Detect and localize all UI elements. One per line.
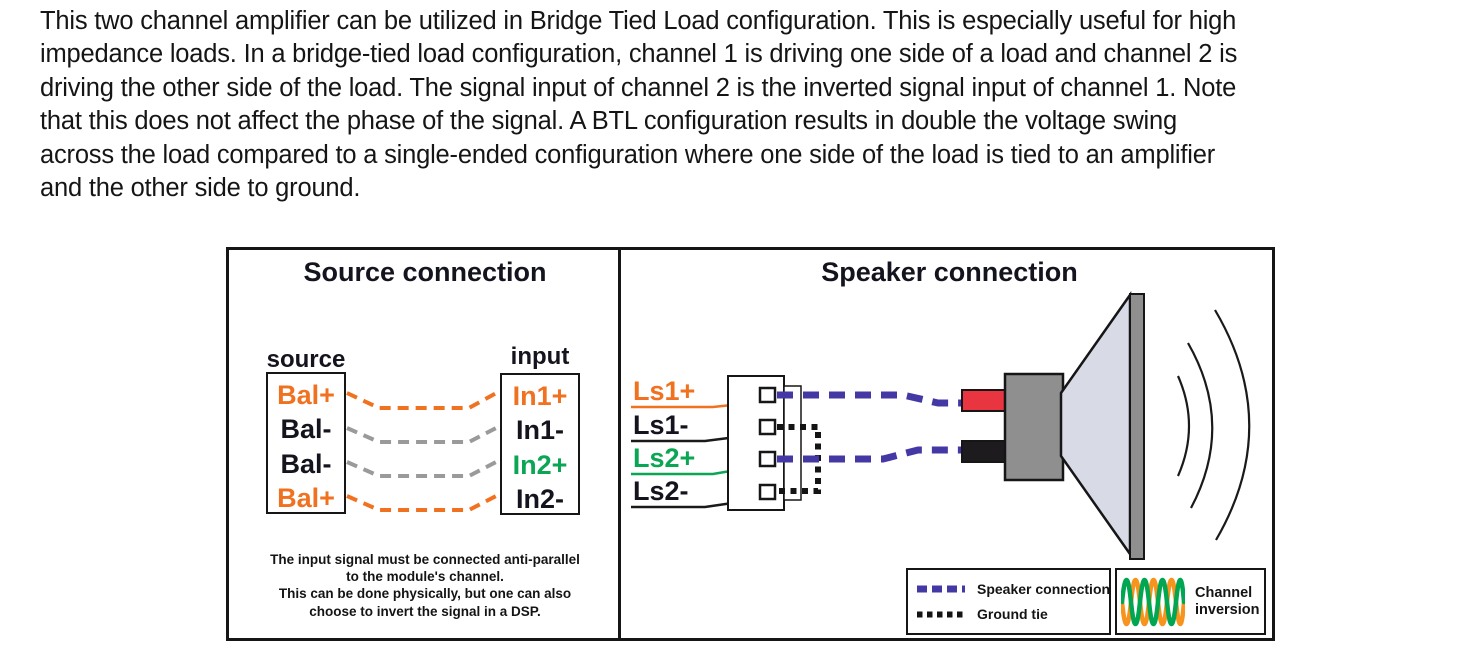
intro-line: driving the other side of the load. The …	[40, 73, 1237, 102]
speaker-panel-title: Speaker connection	[821, 257, 1078, 287]
speaker-magnet	[1003, 372, 1065, 482]
wire-bal2m-in2p	[346, 458, 501, 478]
intro-paragraph: This two channel amplifier can be utiliz…	[40, 5, 1440, 205]
legend-channel-inversion: Channel inversion	[1115, 568, 1266, 635]
speaker-front-plate	[1129, 293, 1145, 560]
intro-line: This two channel amplifier can be utiliz…	[40, 7, 1237, 35]
sound-wave-arc-large	[1214, 309, 1251, 541]
input-row: In2-	[515, 484, 564, 515]
note-line: The input signal must be connected anti-…	[270, 552, 580, 567]
note-line: This can be done physically, but one can…	[278, 586, 572, 602]
source-row: Bal+	[277, 380, 335, 410]
terminal-pin-ls1m	[758, 418, 777, 436]
speaker-cone	[1059, 291, 1132, 558]
terminal-block-bracket	[783, 385, 802, 501]
terminal-label-ls2m: Ls2-	[633, 476, 689, 506]
source-row: Bal+	[277, 483, 335, 514]
ground-tie-dots-icon	[917, 611, 965, 617]
intro-line: impedance loads. In a bridge-tied load c…	[40, 40, 1238, 69]
sound-wave-arc-medium	[1187, 342, 1214, 509]
speaker-wire-ls1p	[777, 391, 965, 407]
wire-bal1p-in1p	[346, 389, 501, 410]
legend-lines: Speaker connection Ground tie	[906, 568, 1111, 635]
terminal-pin-ls2m	[758, 483, 777, 501]
channel-inversion-waves-icon	[1121, 577, 1185, 626]
source-panel-title: Source connection	[303, 257, 547, 287]
input-row: In1-	[515, 415, 564, 446]
speaker-negative-terminal	[961, 440, 1007, 463]
diagram-graphics	[346, 291, 1251, 560]
source-row: Bal-	[280, 448, 332, 479]
input-row: In2+	[512, 449, 568, 480]
speaker-positive-terminal	[961, 389, 1007, 412]
legend-row-ground-tie: Ground tie	[917, 606, 1048, 622]
btl-connection-diagram: Source connection source input Bal+ Bal-…	[226, 247, 1275, 641]
sound-wave-arc-small	[1176, 375, 1191, 477]
input-row: In1+	[512, 381, 568, 411]
legend-label-speaker-connection: Speaker connection	[977, 581, 1111, 597]
note-line: to the module's channel.	[346, 569, 504, 585]
speaker-connection-dash-icon	[917, 585, 965, 593]
note-line: choose to invert the signal in a DSP.	[309, 603, 541, 619]
speaker-wire-ls2p	[777, 446, 965, 463]
terminal-pin-ls2p	[758, 450, 777, 468]
intro-line: across the load compared to a single-end…	[40, 140, 1215, 169]
channel-inversion-line1: Channel	[1195, 585, 1253, 601]
source-note: The input signal must be connected anti-…	[229, 551, 621, 620]
input-box: In1+ In1- In2+ In2-	[500, 373, 580, 515]
intro-line: and the other side to ground.	[40, 174, 361, 203]
wire-bal2p-in2m	[346, 492, 501, 512]
input-column-label: input	[510, 343, 570, 370]
source-column-label: source	[266, 346, 346, 373]
terminal-label-ls1p: Ls1+	[633, 376, 696, 406]
terminal-label-ls1m: Ls1-	[633, 410, 689, 440]
channel-inversion-line2: inversion	[1195, 601, 1260, 618]
source-row: Bal-	[280, 414, 332, 445]
terminal-pin-ls1p	[758, 386, 777, 404]
panel-divider	[618, 250, 621, 638]
legend-label-ground-tie: Ground tie	[977, 606, 1048, 622]
source-box: Bal+ Bal- Bal- Bal+	[266, 372, 346, 514]
terminal-label-ls2p: Ls2+	[633, 443, 696, 473]
intro-line: that this does not affect the phase of t…	[40, 107, 1177, 136]
wire-bal1m-in1m	[346, 424, 501, 444]
legend-label-channel-inversion: Channel inversion	[1195, 585, 1259, 618]
legend-row-speaker-connection: Speaker connection	[917, 581, 1110, 597]
